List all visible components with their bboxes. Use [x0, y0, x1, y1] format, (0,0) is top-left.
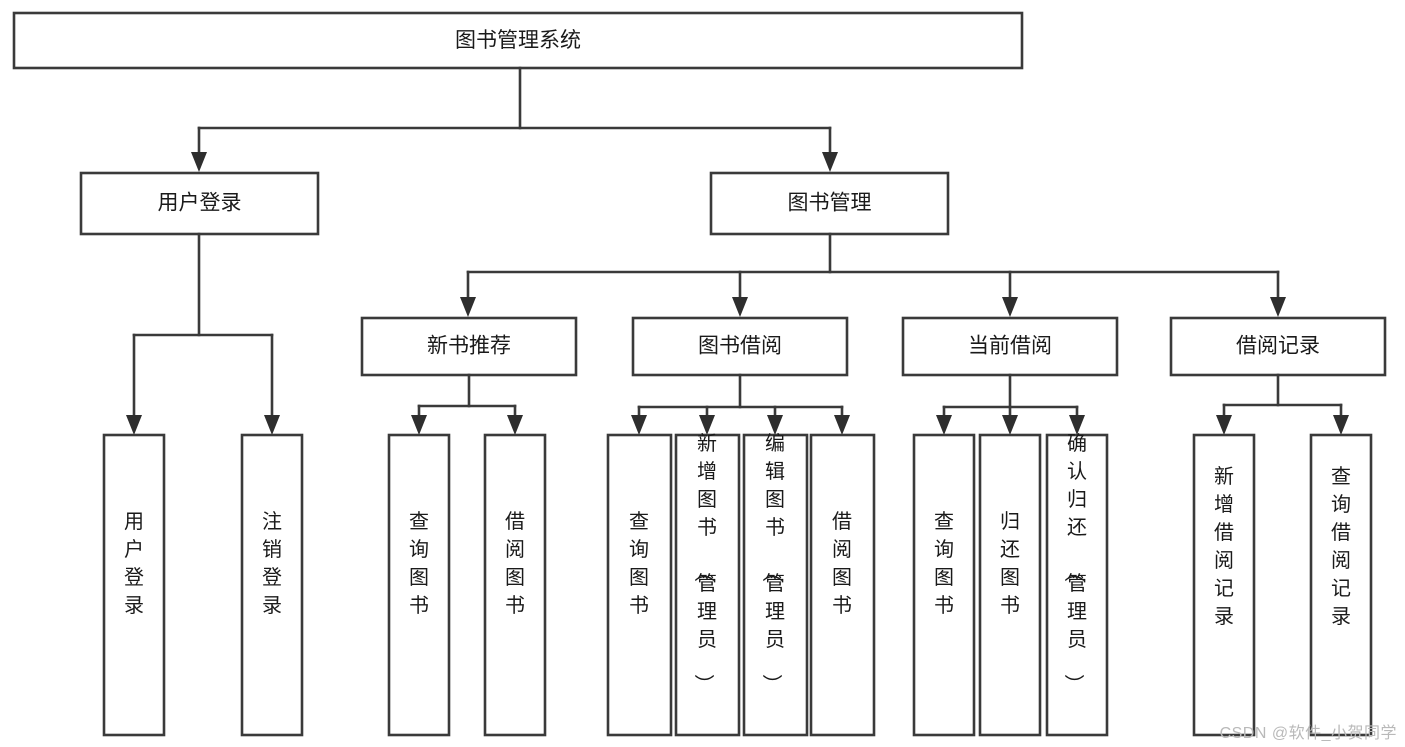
- arrow-leaf-logout: [264, 415, 280, 435]
- leaf-box: [742, 433, 809, 737]
- book-borrow-box: [631, 316, 849, 377]
- arrow-cb-leaf-2: [1002, 415, 1018, 435]
- connector-user-login-to-leaves: [126, 232, 280, 435]
- leaf-box: [387, 433, 451, 737]
- leaf-box: [102, 433, 166, 737]
- arrow-cb-leaf-3: [1069, 415, 1085, 435]
- leaf-label: 归还图书: [1000, 510, 1020, 617]
- leaf-box: [1192, 433, 1256, 737]
- leaf-box: [606, 433, 673, 737]
- arrow-cb-leaf-1: [936, 415, 952, 435]
- leaf-add-book-admin[interactable]: 新增图书（管理员）: [674, 432, 741, 737]
- leaf-query-borrow-record[interactable]: 查询借阅记录: [1309, 433, 1373, 737]
- connector-root-to-level2: [191, 66, 838, 172]
- leaf-query-book-recommend[interactable]: 查询图书: [387, 433, 451, 737]
- arrow-user-login: [191, 152, 207, 172]
- current-borrow-box: [901, 316, 1119, 377]
- node-new-book-recommend[interactable]: 新书推荐: [360, 316, 578, 377]
- leaf-query-book-borrow[interactable]: 查询图书: [606, 433, 673, 737]
- leaf-box: [809, 433, 876, 737]
- book-manage-box: [709, 171, 950, 236]
- arrow-current-borrow: [1002, 297, 1018, 317]
- root-box: [12, 11, 1024, 70]
- node-user-login[interactable]: 用户登录: [79, 171, 320, 236]
- user-login-label: 用户登录: [158, 192, 242, 215]
- arrow-bb-leaf-3: [767, 415, 783, 435]
- new-book-recommend-label: 新书推荐: [427, 335, 511, 358]
- arrow-nb-leaf-1: [411, 415, 427, 435]
- new-book-recommend-box: [360, 316, 578, 377]
- node-root[interactable]: 图书管理系统: [12, 11, 1024, 70]
- arrow-leaf-user-login: [126, 415, 142, 435]
- leaf-label: 用户登录: [124, 511, 144, 617]
- borrow-record-label: 借阅记录: [1236, 335, 1320, 358]
- node-book-manage[interactable]: 图书管理: [709, 171, 950, 236]
- leaf-label: 确认归还（管理员）: [1062, 432, 1087, 694]
- leaf-label: 注销登录: [262, 510, 282, 617]
- connector-borrow-record-to-leaves: [1216, 373, 1349, 435]
- leaf-borrow-book[interactable]: 借阅图书: [809, 433, 876, 737]
- book-borrow-label: 图书借阅: [698, 335, 782, 358]
- leaf-edit-book-admin[interactable]: 编辑图书（管理员）: [742, 432, 809, 737]
- connector-book-manage-to-level3: [460, 232, 1286, 317]
- connector-current-borrow-to-leaves: [936, 373, 1085, 435]
- arrow-new-book: [460, 297, 476, 317]
- arrow-borrow-record: [1270, 297, 1286, 317]
- current-borrow-label: 当前借阅: [968, 335, 1052, 358]
- connector-book-borrow-to-leaves: [631, 373, 850, 435]
- leaf-logout[interactable]: 注销登录: [240, 433, 304, 737]
- leaf-label: 新增借阅记录: [1214, 465, 1234, 628]
- arrow-bb-leaf-2: [699, 415, 715, 435]
- arrow-br-leaf-2: [1333, 415, 1349, 435]
- leaf-borrow-book-recommend[interactable]: 借阅图书: [483, 433, 547, 737]
- leaf-box: [1309, 433, 1373, 737]
- leaf-box: [674, 433, 741, 737]
- leaf-label: 编辑图书（管理员）: [760, 432, 785, 694]
- arrow-book-manage: [822, 152, 838, 172]
- arrow-br-leaf-1: [1216, 415, 1232, 435]
- arrow-nb-leaf-2: [507, 415, 523, 435]
- leaf-box: [978, 433, 1042, 737]
- arrow-bb-leaf-4: [834, 415, 850, 435]
- leaf-box: [483, 433, 547, 737]
- leaf-label: 借阅图书: [832, 510, 852, 617]
- borrow-record-box: [1169, 316, 1387, 377]
- book-manage-label: 图书管理: [788, 192, 872, 215]
- leaf-label: 查询图书: [409, 510, 429, 617]
- leaf-box: [1045, 433, 1109, 737]
- leaf-query-book-current[interactable]: 查询图书: [912, 433, 976, 737]
- leaf-label: 查询图书: [934, 510, 954, 617]
- node-borrow-record[interactable]: 借阅记录: [1169, 316, 1387, 377]
- root-label: 图书管理系统: [455, 29, 581, 52]
- leaf-label: 查询图书: [629, 510, 649, 617]
- leaf-add-borrow-record[interactable]: 新增借阅记录: [1192, 433, 1256, 737]
- leaf-return-book[interactable]: 归还图书: [978, 433, 1042, 737]
- leaf-user-login[interactable]: 用户登录: [102, 433, 166, 737]
- leaf-label: 查询借阅记录: [1331, 465, 1351, 628]
- leaf-confirm-return-admin[interactable]: 确认归还（管理员）: [1045, 432, 1109, 737]
- arrow-bb-leaf-1: [631, 415, 647, 435]
- connector-new-book-to-leaves: [411, 373, 523, 435]
- leaf-label: 借阅图书: [505, 510, 525, 617]
- leaf-box: [240, 433, 304, 737]
- node-current-borrow[interactable]: 当前借阅: [901, 316, 1119, 377]
- leaf-label: 新增图书（管理员）: [692, 432, 717, 694]
- leaf-box: [912, 433, 976, 737]
- node-book-borrow[interactable]: 图书借阅: [631, 316, 849, 377]
- arrow-book-borrow: [732, 297, 748, 317]
